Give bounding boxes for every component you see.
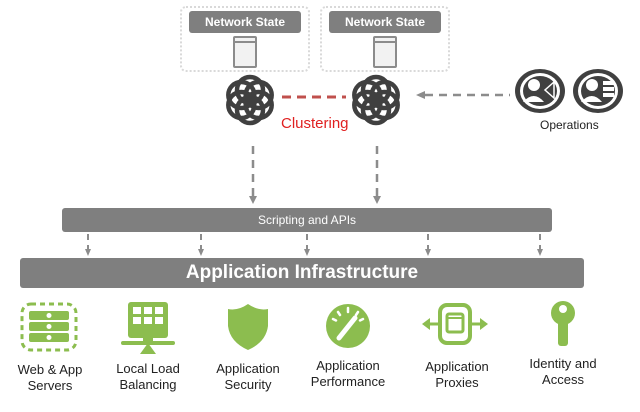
- scripting-apis-bar: Scripting and APIs: [62, 208, 552, 232]
- application-infrastructure-bar: Application Infrastructure: [20, 258, 584, 288]
- server-stack-icon: [20, 302, 78, 352]
- application-infrastructure-label: Application Infrastructure: [185, 262, 419, 283]
- speedometer-icon: [326, 304, 370, 348]
- key-icon: [551, 301, 575, 346]
- operator-database-icon[interactable]: [572, 68, 624, 114]
- scripting-apis-label: Scripting and APIs: [257, 213, 357, 227]
- operations-label: Operations: [540, 118, 599, 132]
- operator-network-icon[interactable]: [514, 68, 566, 114]
- clustering-label: Clustering: [281, 115, 349, 132]
- network-state-label-right: Network State: [329, 11, 441, 33]
- proxy-icon: [422, 303, 488, 345]
- document-icon: [373, 36, 397, 68]
- network-state-container-left: Network State: [180, 6, 310, 72]
- network-state-container-right: Network State: [320, 6, 450, 72]
- network-state-label-left: Network State: [189, 11, 301, 33]
- cluster-node-icon: [226, 74, 274, 126]
- shield-icon: [228, 304, 268, 350]
- document-icon: [233, 36, 257, 68]
- load-balancer-icon: [121, 302, 175, 354]
- cluster-node-icon: [352, 74, 400, 126]
